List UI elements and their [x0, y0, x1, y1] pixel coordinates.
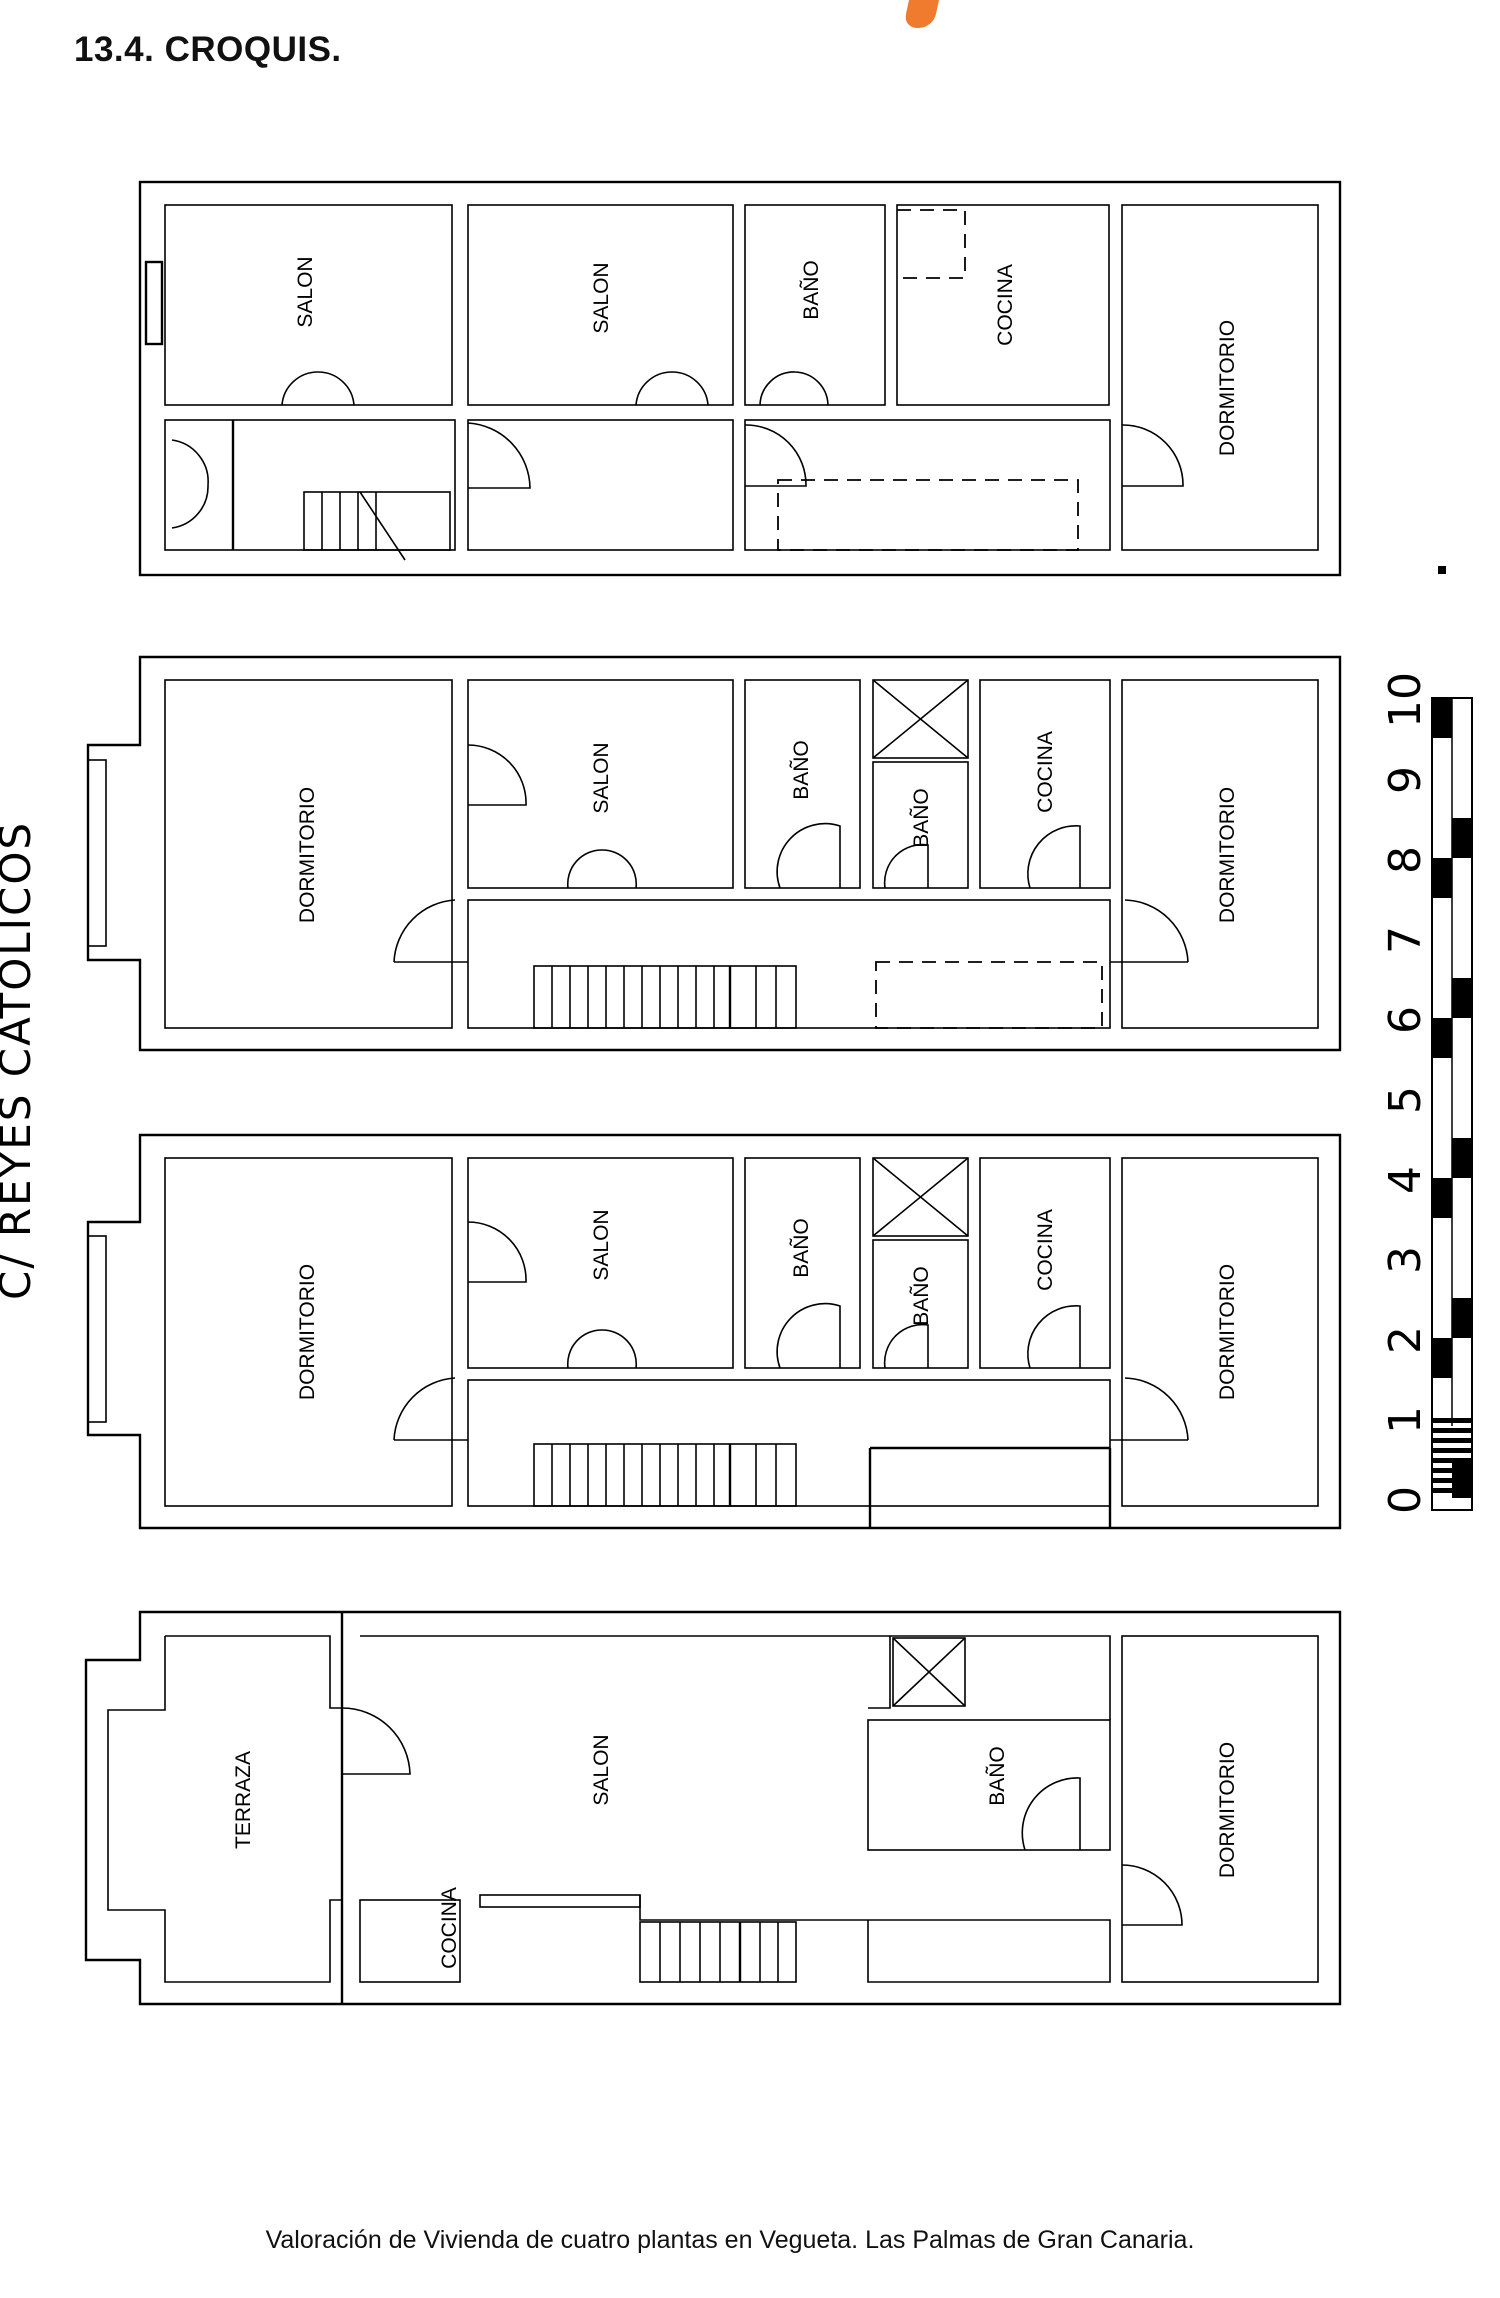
- room-label: SALON: [590, 1734, 613, 1805]
- scale-label: 1: [1380, 1406, 1431, 1434]
- plan-ground-floor: TERRAZA SALON COCINA BAÑO DORMITORIO: [84, 1610, 1342, 2006]
- room-label: BAÑO: [799, 260, 823, 320]
- scale-cell: [1452, 818, 1472, 858]
- plan-second-floor: DORMITORIO SALON BAÑO BAÑO COCINA DORMIT…: [86, 655, 1342, 1052]
- room-label: COCINA: [1034, 731, 1057, 813]
- plan-top-floor: SALON SALON BAÑO COCINA DORMITORIO: [138, 180, 1342, 577]
- scale-label: 10: [1380, 672, 1431, 728]
- room-label: DORMITORIO: [1216, 1742, 1239, 1878]
- scale-fine-tick: [1432, 1418, 1472, 1423]
- room-label: BAÑO: [789, 1218, 813, 1278]
- room-label: DORMITORIO: [1216, 1264, 1239, 1400]
- scale-label: 0: [1380, 1486, 1431, 1514]
- scale-cell: [1432, 1178, 1452, 1218]
- room-label: SALON: [590, 1209, 613, 1280]
- scale-fine-tick: [1432, 1428, 1472, 1433]
- room-label: SALON: [590, 742, 613, 813]
- room-label: DORMITORIO: [296, 1264, 319, 1400]
- room-label: TERRAZA: [232, 1751, 255, 1849]
- room-label: DORMITORIO: [1216, 787, 1239, 923]
- scale-bar: 0 1 2 3 4 5 6 7 8 9 10: [1380, 566, 1473, 1514]
- scale-fine-tick: [1432, 1438, 1472, 1443]
- room-label: BAÑO: [985, 1746, 1009, 1806]
- scale-label: 4: [1380, 1166, 1431, 1194]
- room-label: SALON: [294, 256, 317, 327]
- scale-label: 7: [1380, 926, 1431, 954]
- room-label: BAÑO: [909, 788, 933, 848]
- room-label: BAÑO: [909, 1266, 933, 1326]
- room-label: COCINA: [994, 264, 1017, 346]
- room-label: COCINA: [1034, 1209, 1057, 1291]
- room-label: DORMITORIO: [1216, 320, 1239, 456]
- scale-cell: [1432, 1338, 1452, 1378]
- scale-cell: [1452, 1298, 1472, 1338]
- room-label: BAÑO: [789, 740, 813, 800]
- scale-fine-tick: [1432, 1478, 1472, 1483]
- scale-fine-tick: [1432, 1468, 1472, 1473]
- scale-label: 6: [1380, 1006, 1431, 1034]
- page-heading: 13.4. CROQUIS.: [74, 30, 342, 69]
- scale-label: 2: [1380, 1326, 1431, 1354]
- room-label: SALON: [590, 262, 613, 333]
- room-label: COCINA: [438, 1887, 461, 1969]
- page-footer: Valoración de Vivienda de cuatro plantas…: [265, 2226, 1195, 2254]
- scale-cell: [1432, 858, 1452, 898]
- scale-label: 3: [1380, 1246, 1431, 1274]
- scale-label: 8: [1380, 846, 1431, 874]
- scale-cell: [1432, 1018, 1452, 1058]
- scale-cell: [1432, 698, 1452, 738]
- scale-fine-tick: [1432, 1448, 1472, 1453]
- scale-label: 9: [1380, 766, 1431, 794]
- street-label: C/ REYES CATOLICOS: [0, 821, 40, 1300]
- scale-fine-tick: [1432, 1488, 1472, 1493]
- plan-first-floor: DORMITORIO SALON BAÑO BAÑO COCINA DORMIT…: [86, 1133, 1342, 1530]
- scale-fine-tick: [1432, 1458, 1472, 1463]
- scale-cell: [1452, 1138, 1472, 1178]
- scale-label: 5: [1380, 1086, 1431, 1114]
- scale-cell: [1452, 978, 1472, 1018]
- room-label: DORMITORIO: [296, 787, 319, 923]
